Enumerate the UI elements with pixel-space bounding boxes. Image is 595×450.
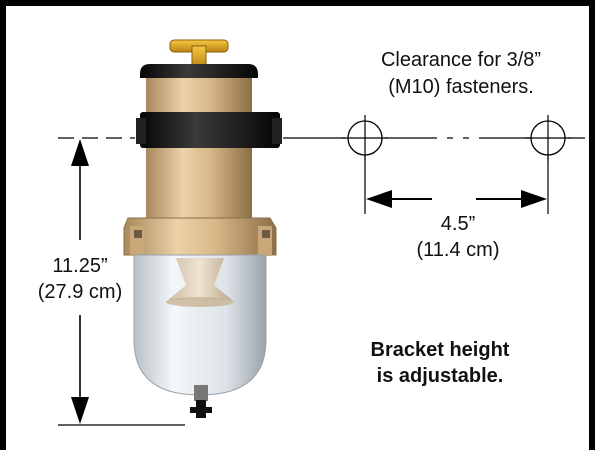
spacing-arrowhead-left [366,190,392,208]
collar [123,217,277,256]
height-label-metric: (27.9 cm) [37,281,123,303]
drain-valve-body [194,385,208,401]
bracket-note-line2: is adjustable. [376,365,504,387]
height-label-value: 11.25” [52,255,108,277]
spacing-label-metric: (11.4 cm) [416,239,500,261]
height-arrowhead-top [71,139,89,166]
turbine-base [166,297,234,307]
drain-valve-wing [190,407,212,413]
lid [140,64,258,78]
clearance-label-line1: Clearance for 3/8” [380,49,542,71]
fuel-filter-illustration [123,39,282,418]
arrowheads [71,139,547,424]
upper-housing [146,78,252,222]
black-band [140,112,280,148]
height-arrowhead-bottom [71,397,89,424]
mount-ear-right [272,118,282,144]
mount-ear-left [136,118,146,144]
turbine-element [168,258,232,300]
spacing-arrowhead-right [521,190,547,208]
collar-screw-left [134,230,142,238]
collar-screw-right [262,230,270,238]
spacing-label-value: 4.5” [440,213,476,235]
clearance-label-line2: (M10) fasteners. [388,76,534,98]
bracket-note-line1: Bracket height [370,339,510,361]
